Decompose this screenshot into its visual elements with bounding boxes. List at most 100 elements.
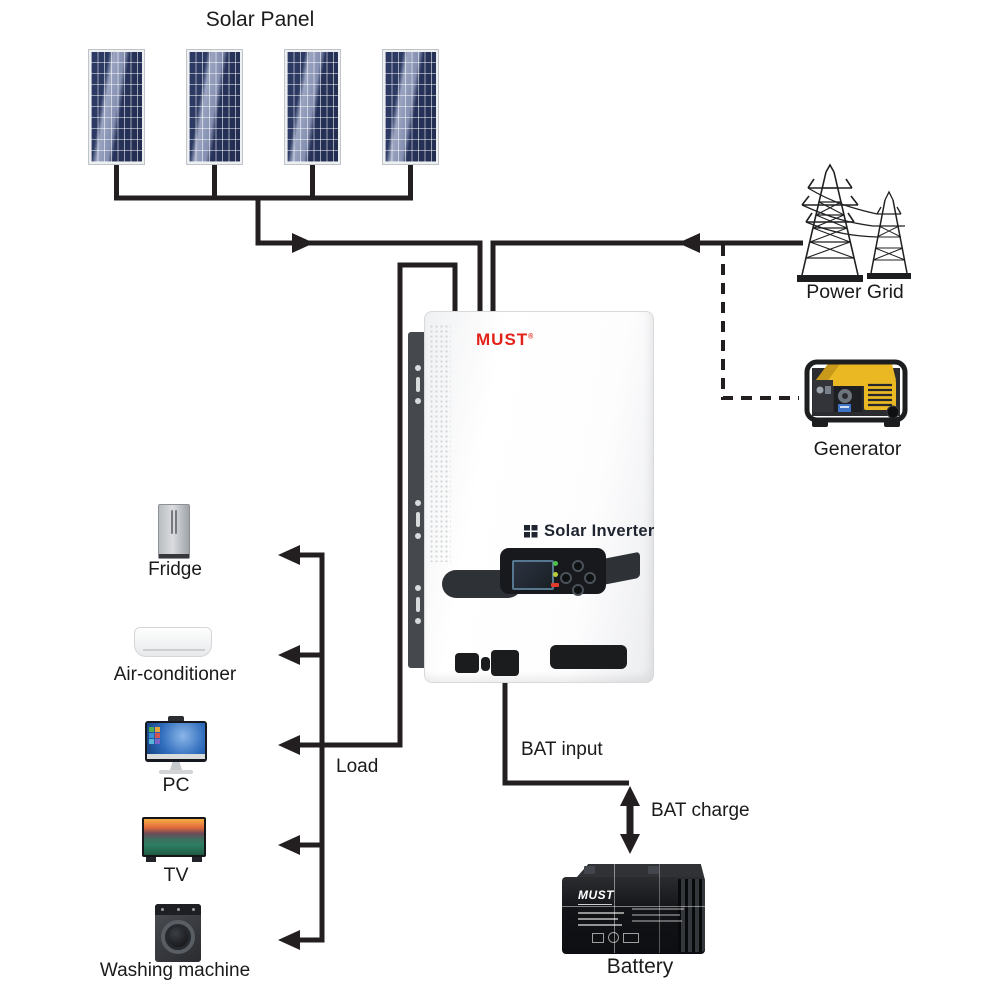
pc-stand — [170, 762, 182, 770]
inverter-vents — [429, 324, 451, 562]
inverter-brand-logo: MUST® — [476, 330, 534, 350]
washing-machine-label: Washing machine — [99, 960, 251, 981]
air-conditioner-label: Air-conditioner — [113, 664, 237, 685]
pc-tile — [155, 733, 160, 738]
battery-cert-mark — [592, 933, 604, 943]
fridge-base — [159, 554, 189, 558]
bracket-hole — [415, 365, 421, 371]
ac-vent — [143, 649, 205, 651]
button-up — [572, 560, 584, 572]
battery-top-face — [574, 864, 705, 880]
battery-terminal — [584, 866, 595, 874]
tv-frame — [142, 817, 206, 857]
wm-knob — [161, 908, 164, 911]
power-grid-icon — [797, 163, 911, 282]
battery-label-line — [578, 904, 612, 905]
arrow-tv — [278, 835, 300, 855]
tv-picture — [144, 819, 204, 855]
load-label: Load — [336, 756, 379, 777]
solar-panel-cells — [91, 52, 142, 162]
tv-leg — [192, 857, 202, 862]
battery-cert-mark — [608, 932, 619, 943]
registered-mark: ® — [528, 333, 535, 341]
battery-label-line — [578, 912, 624, 914]
arrow-grid-left — [678, 233, 700, 253]
line-solar-to-inverter — [255, 196, 483, 318]
pc-stand-base — [159, 770, 193, 774]
inverter-terminal — [481, 657, 490, 671]
arrow-bat-down — [620, 834, 640, 854]
brand-text: MUST — [476, 330, 529, 349]
line-inverter-to-load — [290, 262, 458, 748]
arrow-fridge — [278, 545, 300, 565]
battery-label-line — [632, 920, 682, 922]
pc-icon — [145, 716, 207, 774]
solar-panel-icon — [88, 49, 145, 165]
fridge-label: Fridge — [148, 559, 202, 580]
arrow-pc — [278, 735, 300, 755]
arrow-bat-up — [620, 786, 640, 806]
button-right — [584, 572, 596, 584]
inverter-terminal — [491, 650, 519, 676]
pc-tile — [149, 727, 154, 732]
pc-tile — [155, 727, 160, 732]
bat-charge-label: BAT charge — [651, 800, 750, 821]
battery-handle-ridges — [678, 879, 705, 952]
arrow-wm — [278, 930, 300, 950]
line-generator-dashed — [721, 245, 799, 400]
wm-knob — [192, 908, 195, 911]
pc-label: PC — [162, 774, 190, 796]
line-grid-to-inverter — [490, 240, 803, 318]
generator-label: Generator — [813, 438, 902, 460]
line-load-bus — [290, 552, 325, 943]
solar-panel-icon — [382, 49, 439, 165]
inverter-wall-bracket — [408, 332, 428, 668]
line-bat-input — [502, 666, 629, 786]
battery-label-line — [632, 908, 684, 910]
tv-icon — [142, 817, 206, 862]
solar-panel-icon — [186, 49, 243, 165]
led-red — [551, 583, 559, 587]
bracket-hole — [415, 585, 421, 591]
arrow-solar-right — [292, 233, 314, 253]
bat-input-label: BAT input — [521, 739, 603, 760]
tv-label: TV — [163, 864, 189, 886]
led-green — [553, 561, 558, 566]
pc-bezel — [147, 754, 205, 759]
led-yellow — [553, 572, 558, 577]
inverter-image — [424, 311, 654, 683]
solar-panel-title: Solar Panel — [205, 8, 315, 31]
solar-panel-cells — [385, 52, 436, 162]
pc-tile — [155, 739, 160, 744]
battery-brand: MUST — [578, 888, 614, 902]
washing-machine-icon — [155, 904, 201, 962]
bracket-hole — [415, 500, 421, 506]
battery-terminal — [648, 866, 659, 874]
battery-watermark-line — [562, 906, 705, 907]
inverter-terminal — [455, 653, 479, 673]
fridge-handle — [175, 510, 177, 534]
button-down — [572, 584, 584, 596]
pc-tile — [149, 733, 154, 738]
washing-machine-panel — [155, 904, 201, 915]
bracket-slot — [416, 512, 420, 527]
bracket-slot — [416, 377, 420, 392]
battery-watermark-line — [614, 864, 615, 953]
battery-cert-mark — [623, 933, 639, 943]
battery-watermark-line — [659, 864, 660, 953]
battery-label-line — [578, 924, 622, 926]
washing-machine-door — [161, 920, 195, 954]
generator-icon — [804, 359, 908, 427]
battery-brand-text: MUST — [578, 888, 614, 902]
air-conditioner-icon — [134, 627, 212, 657]
bracket-hole — [415, 618, 421, 624]
line-panel-stubs — [114, 165, 413, 198]
solar-panel-cells — [189, 52, 240, 162]
solar-panel-icon — [284, 49, 341, 165]
bracket-hole — [415, 398, 421, 404]
button-left — [560, 572, 572, 584]
battery-label-line — [578, 918, 618, 920]
inverter-product-label: Solar Inverter — [524, 522, 655, 541]
